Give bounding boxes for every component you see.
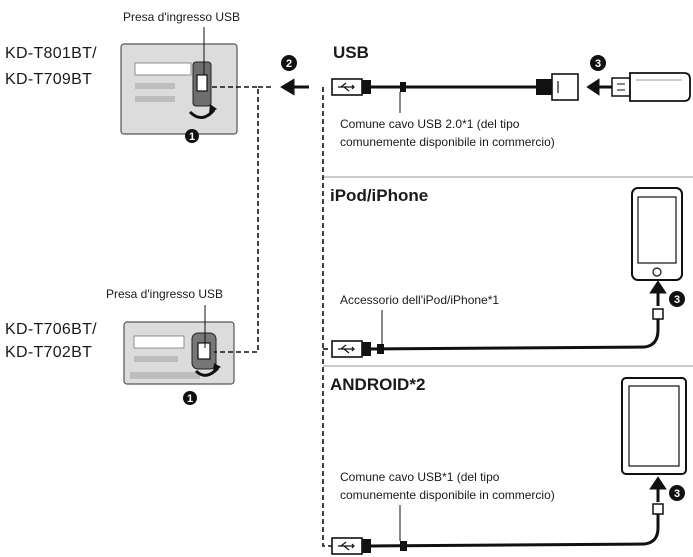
bottom-port-label: Presa d'ingresso USB <box>106 287 224 301</box>
step-1-top: 1 <box>189 131 195 143</box>
android-cable <box>331 503 664 555</box>
iphone-device <box>631 187 683 281</box>
bottom-model-line-2: KD-T702BT <box>5 344 93 361</box>
insert-arrow-3-usb <box>586 78 612 96</box>
usb-cable-label-1: Comune cavo USB 2.0*1 (del tipo <box>340 117 520 131</box>
step-3-usb: 3 <box>595 58 601 70</box>
step-3-iphone: 3 <box>674 294 680 306</box>
android-cable-label-2: comunemente disponibile in commercio) <box>340 488 555 502</box>
usb-section-title: USB <box>333 43 369 62</box>
step-3-android: 3 <box>674 488 680 500</box>
android-tablet <box>621 377 687 475</box>
usb-cable <box>331 73 579 101</box>
android-cable-label-1: Comune cavo USB*1 (del tipo <box>340 470 500 484</box>
android-section-title: ANDROID*2 <box>330 375 426 394</box>
ipod-section-title: iPod/iPhone <box>330 186 429 205</box>
top-port-label: Presa d'ingresso USB <box>123 10 241 24</box>
dashed-connection-lines <box>212 86 332 547</box>
insert-arrow-2 <box>280 78 309 96</box>
insert-arrow-3-iphone <box>649 280 667 306</box>
top-head-unit <box>120 43 238 135</box>
bottom-head-unit <box>123 321 235 385</box>
step-1-bottom: 1 <box>187 393 193 405</box>
top-model-line-1: KD-T801BT/ <box>5 45 97 62</box>
bottom-model-line-1: KD-T706BT/ <box>5 321 97 338</box>
usb-cable-label-2: comunemente disponibile in commercio) <box>340 135 555 149</box>
top-model-line-2: KD-T709BT <box>5 71 93 88</box>
step-2: 2 <box>286 58 292 70</box>
usb-flash-drive <box>611 72 691 102</box>
insert-arrow-3-android <box>649 476 667 502</box>
ipod-cable-label: Accessorio dell'iPod/iPhone*1 <box>340 293 500 307</box>
iphone-cable <box>331 308 664 358</box>
step-badges <box>183 55 685 501</box>
